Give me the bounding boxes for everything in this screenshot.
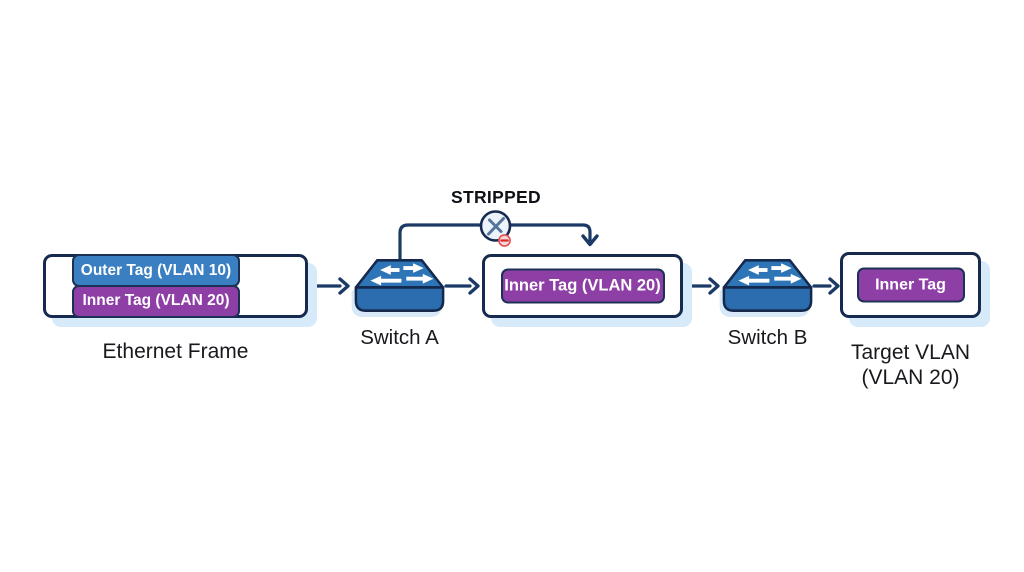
stripped-label: STRIPPED [451,187,541,207]
stripped-frame: Inner Tag (VLAN 20) [482,254,683,318]
target-vlan-label-line1: Target VLAN [850,341,971,364]
arrowhead-switch-a-to-frame [468,277,480,295]
switch-b-label: Switch B [727,326,808,349]
arrowhead-frame-to-switch-b [708,277,720,295]
arrowhead-ethernet-to-switch-a [338,277,350,295]
ethernet-frame: Outer Tag (VLAN 10) Inner Tag (VLAN 20) [43,254,308,318]
target-vlan-label-line2: (VLAN 20) [861,366,960,389]
strip-arrowhead [581,234,599,247]
switch-b-icon [722,259,813,312]
minus-remove-badge-icon [498,234,511,247]
switch-a-icon [354,259,445,312]
inner-tag-vlan20: Inner Tag (VLAN 20) [72,284,240,318]
inner-tag-vlan20-after-strip: Inner Tag (VLAN 20) [500,268,665,304]
vlan-tag-stack: Outer Tag (VLAN 10) Inner Tag (VLAN 20) [72,254,240,318]
arrowhead-switch-b-to-target [828,277,840,295]
outer-tag-vlan10: Outer Tag (VLAN 10) [72,254,240,288]
scissors-cut-icon [479,210,512,242]
target-vlan-label: Target VLAN (VLAN 20) [830,340,991,390]
switch-a-label: Switch A [360,326,439,349]
inner-tag-at-target: Inner Tag [856,267,965,303]
ethernet-frame-label: Ethernet Frame [102,340,249,363]
switch-port-arrows [370,263,434,286]
switch-port-arrows [738,263,802,286]
target-vlan-frame: Inner Tag [840,252,981,318]
